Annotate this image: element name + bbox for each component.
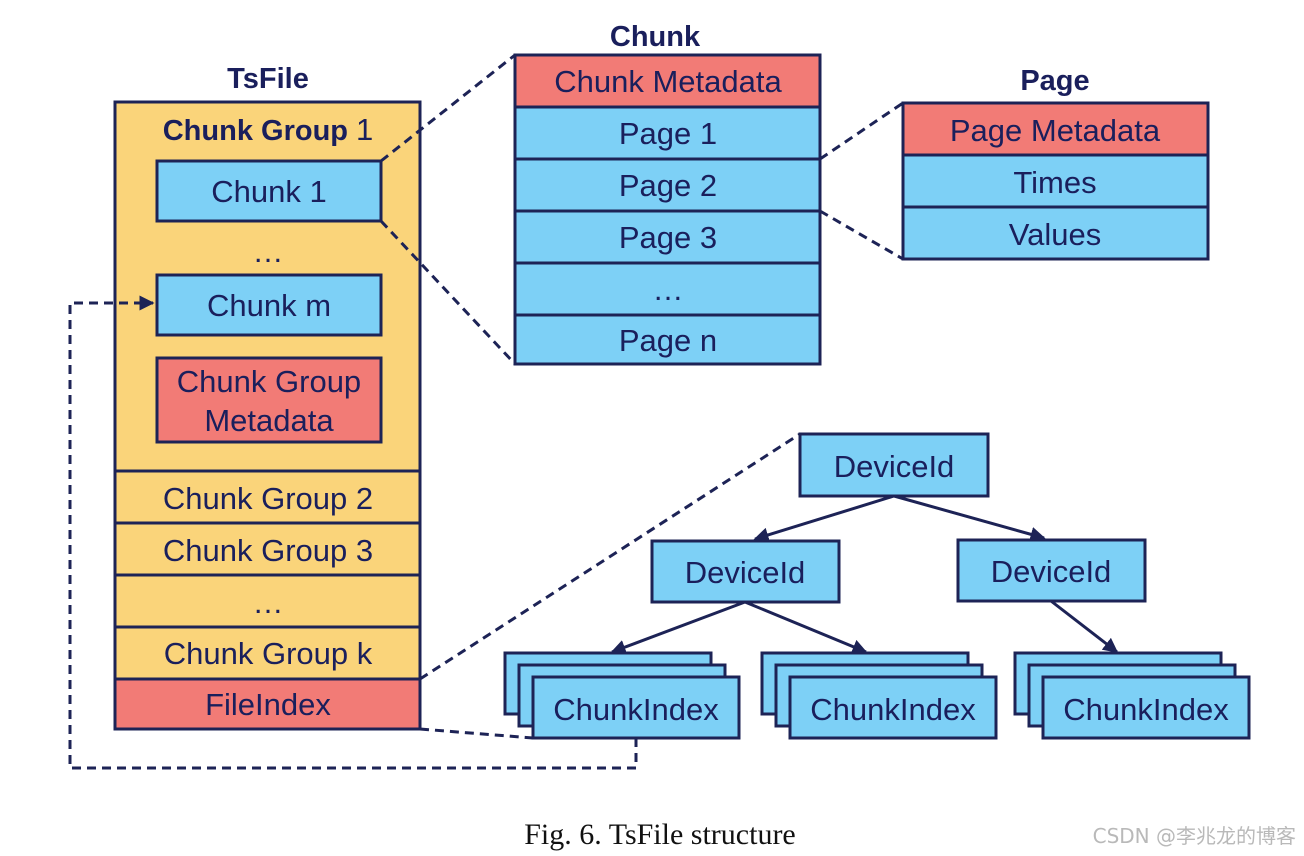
times-label: Times xyxy=(1013,165,1096,200)
chunk-m-label: Chunk m xyxy=(207,288,331,323)
page-2-label: Page 2 xyxy=(619,168,717,203)
chunkindex-box-1 xyxy=(531,675,741,740)
values-box xyxy=(901,205,1210,261)
chunk-m-box xyxy=(155,273,383,337)
chunk-metadata-box xyxy=(513,53,822,109)
chunk-title: Chunk xyxy=(610,21,701,53)
chunk-group-3-label: Chunk Group 3 xyxy=(163,533,373,568)
chunk-groups-ellipsis-block xyxy=(113,573,422,629)
chunkindex-stack-2: ChunkIndex xyxy=(760,651,998,740)
chunkindex-to-chunk-m-arrow xyxy=(68,295,638,770)
chunk-group-metadata-line1: Chunk Group xyxy=(177,364,361,399)
chunk-group-k-label: Chunk Group k xyxy=(164,636,373,671)
right-to-leaf3-arrow xyxy=(1050,599,1119,654)
chunkindex-label-2: ChunkIndex xyxy=(810,692,976,727)
right-deviceid-label: DeviceId xyxy=(991,554,1112,589)
page-metadata-box xyxy=(901,101,1210,157)
left-deviceid-label: DeviceId xyxy=(685,555,806,590)
chunk-1-label: Chunk 1 xyxy=(211,174,326,209)
left-to-leaf1-arrow xyxy=(610,600,746,655)
page-3-label: Page 3 xyxy=(619,220,717,255)
pages-ellipsis-label: … xyxy=(653,272,684,307)
chunk-metadata-label: Chunk Metadata xyxy=(554,64,782,99)
chunk-group-metadata-line2: Metadata xyxy=(204,403,334,438)
chunk1-to-chunk-top-connector xyxy=(380,53,516,163)
root-to-right-arrow xyxy=(893,494,1046,542)
values-label: Values xyxy=(1009,217,1102,252)
left-deviceid-box xyxy=(650,539,841,604)
page-n-label: Page n xyxy=(619,323,717,358)
tsfile-title: TsFile xyxy=(227,63,309,95)
fileindex-to-tree-top-connector xyxy=(419,432,801,681)
chunk-group-2-label: Chunk Group 2 xyxy=(163,481,373,516)
page2-to-page-bottom-connector xyxy=(819,209,904,261)
chunkindex-box-3 xyxy=(1041,675,1251,740)
left-to-leaf2-arrow xyxy=(744,600,868,654)
root-deviceid-box xyxy=(798,432,990,498)
times-box xyxy=(901,153,1210,209)
chunkindex-box-2 xyxy=(788,675,998,740)
chunkindex-stack-3: ChunkIndex xyxy=(1013,651,1251,740)
chunk1-to-chunk-bottom-connector xyxy=(379,219,517,366)
file-index-block xyxy=(113,677,422,731)
page-n-box xyxy=(513,313,822,366)
chunkindex-label-3: ChunkIndex xyxy=(1063,692,1229,727)
page2-to-page-top-connector xyxy=(819,101,904,161)
chunk-group-metadata-box xyxy=(155,356,383,444)
page-3-box xyxy=(513,209,822,265)
figure-caption: Fig. 6. TsFile structure xyxy=(524,818,796,851)
right-deviceid-box xyxy=(956,538,1147,603)
chunk-group-2-block xyxy=(113,469,422,525)
page-title: Page xyxy=(1020,65,1089,97)
watermark: CSDN @李兆龙的博客 xyxy=(1093,824,1296,848)
root-deviceid-label: DeviceId xyxy=(834,449,955,484)
page-metadata-label: Page Metadata xyxy=(950,113,1161,148)
root-to-left-arrow xyxy=(753,494,895,543)
file-index-label: FileIndex xyxy=(205,687,331,722)
fileindex-to-tree-bottom-connector xyxy=(419,727,534,740)
chunkindex-label-1: ChunkIndex xyxy=(553,692,719,727)
chunkindex-stack-1: ChunkIndex xyxy=(503,651,741,740)
chunks-ellipsis: … xyxy=(253,234,284,269)
page-1-box xyxy=(513,105,822,161)
page-1-label: Page 1 xyxy=(619,116,717,151)
chunk-groups-ellipsis: … xyxy=(253,585,284,620)
chunk-1-box xyxy=(155,159,383,223)
